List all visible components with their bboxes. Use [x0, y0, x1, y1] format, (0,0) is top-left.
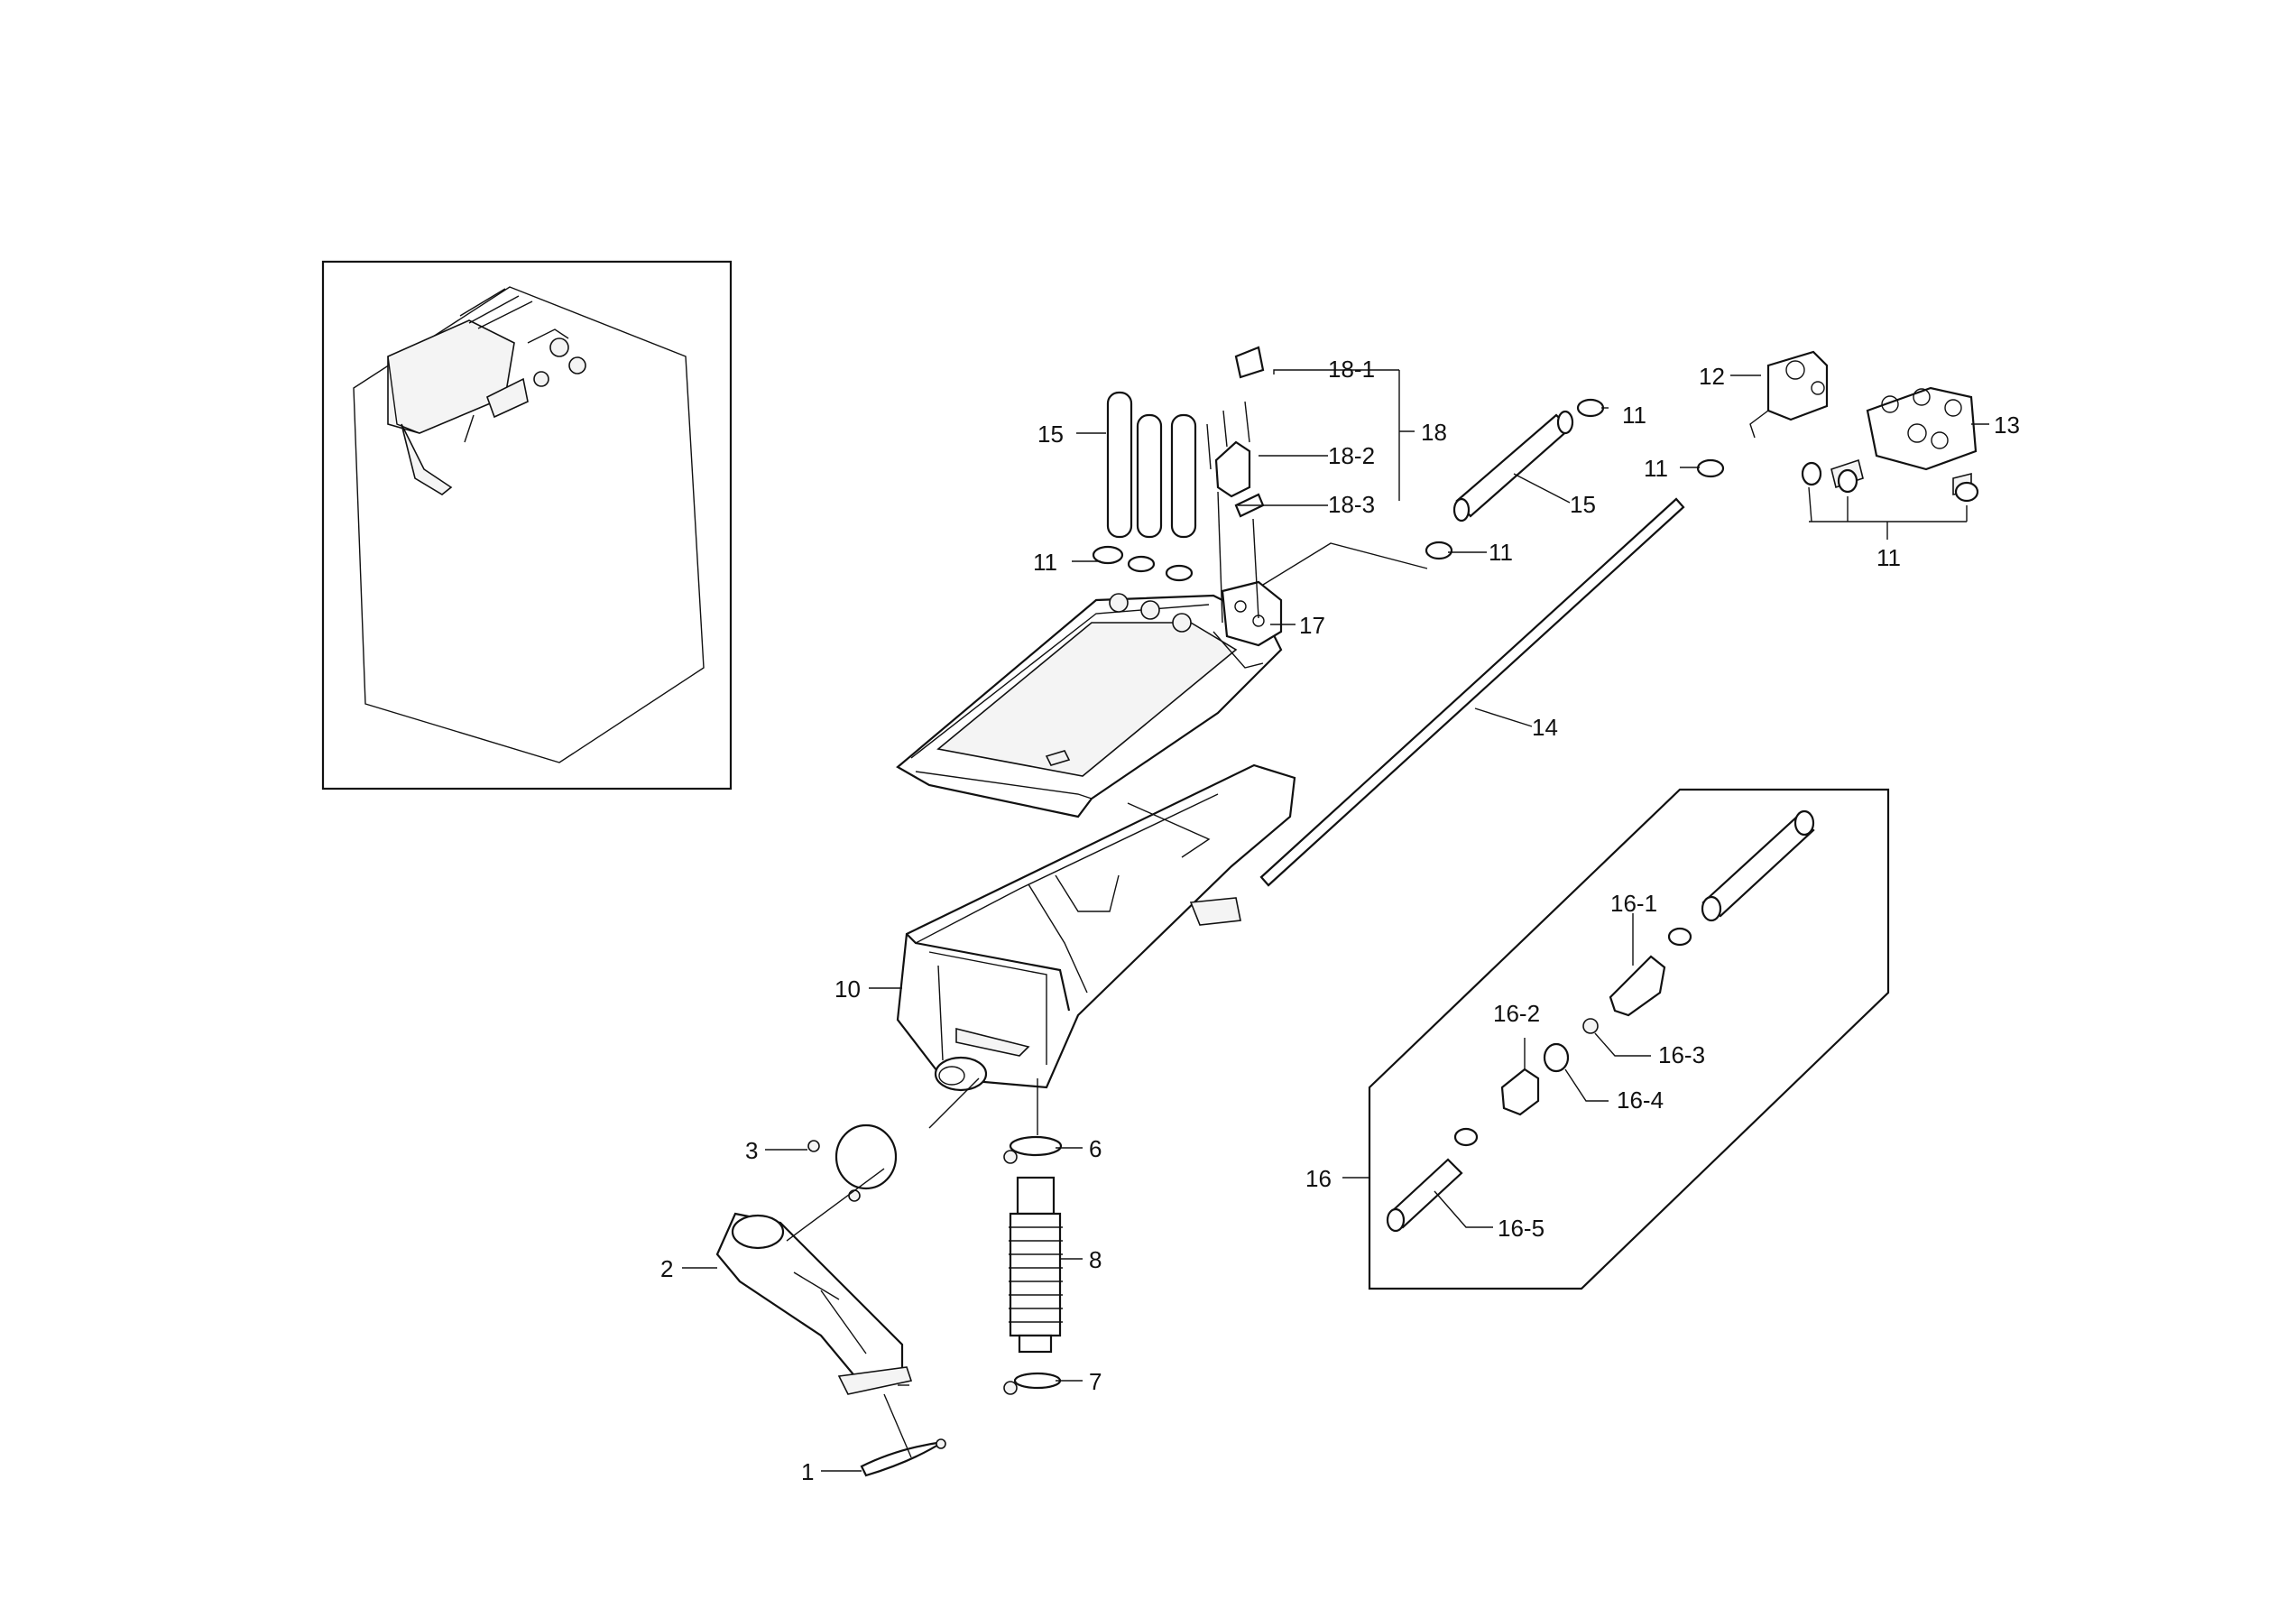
- kit-16-2-nut: [1500, 1068, 1540, 1116]
- part-11-clamps-left: [1092, 545, 1194, 633]
- kit-16-1-fitting: [1609, 955, 1666, 1017]
- part-15-hose-diagonal: [1452, 410, 1574, 522]
- label-18: 18: [1421, 419, 1447, 446]
- overview-inset: [321, 260, 733, 791]
- label-16-5: 16-5: [1498, 1215, 1544, 1242]
- kit-16-4-washer: [1543, 1042, 1570, 1073]
- part-3-clamp: [807, 1123, 898, 1202]
- label-16-2: 16-2: [1493, 1000, 1540, 1027]
- part-17-drawer-cover: [896, 580, 1283, 818]
- part-14-long-hose: [1259, 497, 1685, 887]
- part-2-drain-hose: [715, 1212, 913, 1395]
- part-15-hoses-vertical: [1106, 391, 1197, 539]
- part-labels: 15 11 18-1 18-2 18-3 18 15 11 11 11 12 1…: [660, 356, 2020, 1485]
- kit-hose-upper: [1701, 815, 1815, 918]
- label-2: 2: [660, 1255, 673, 1282]
- label-11-middle: 11: [1489, 539, 1513, 566]
- part-18-sensor-assembly: [1206, 346, 1265, 624]
- label-15-right: 15: [1570, 491, 1596, 518]
- label-16: 16: [1305, 1165, 1332, 1192]
- label-18-1: 18-1: [1328, 356, 1375, 383]
- label-11-valve: 11: [1644, 455, 1668, 482]
- part-11-clamps-top: [1425, 398, 1725, 560]
- bellows-ribs: [1009, 1226, 1063, 1323]
- leader-lines: [682, 369, 1989, 1472]
- label-3: 3: [745, 1137, 758, 1164]
- label-11-right: 11: [1876, 544, 1901, 571]
- label-18-3: 18-3: [1328, 491, 1375, 518]
- label-11-top: 11: [1622, 402, 1646, 429]
- part-10-drawer-housing: [896, 763, 1296, 1092]
- inset-assembly-thumbnail: [387, 288, 586, 495]
- part-7-clamp: [1003, 1372, 1062, 1395]
- kit-16-3-ball: [1582, 1018, 1599, 1034]
- label-16-4: 16-4: [1617, 1086, 1664, 1114]
- label-8: 8: [1089, 1246, 1102, 1273]
- part-6-clamp: [1003, 1135, 1063, 1164]
- label-10: 10: [834, 975, 861, 1003]
- label-1: 1: [801, 1458, 814, 1485]
- label-13: 13: [1994, 411, 2020, 439]
- inset-outline: [353, 286, 705, 763]
- label-15-left: 15: [1037, 421, 1064, 448]
- label-6: 6: [1089, 1135, 1102, 1162]
- part-16-kit: [1368, 788, 1890, 1290]
- part-11-clamps-right: [1801, 461, 1979, 503]
- label-16-3: 16-3: [1658, 1041, 1705, 1068]
- part-8-bellows: [1009, 1176, 1063, 1354]
- part-12-water-valve: [1749, 350, 1829, 439]
- kit-outline: [1368, 788, 1890, 1290]
- label-11-left: 11: [1033, 549, 1057, 576]
- label-14: 14: [1532, 714, 1558, 741]
- label-12: 12: [1699, 363, 1725, 390]
- label-7: 7: [1089, 1368, 1102, 1395]
- part-1-clamp: [860, 1438, 946, 1477]
- label-18-2: 18-2: [1328, 442, 1375, 469]
- label-17: 17: [1299, 612, 1325, 639]
- label-16-1: 16-1: [1610, 890, 1657, 917]
